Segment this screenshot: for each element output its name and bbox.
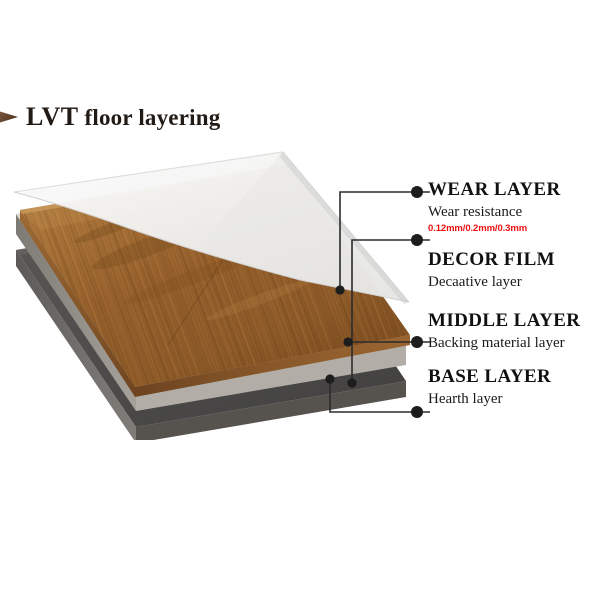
callout-middle-layer: MIDDLE LAYER Backing material layer — [428, 311, 580, 351]
endpoint-dot-base — [411, 406, 423, 418]
callout-wear-title: WEAR LAYER — [428, 179, 561, 200]
callout-endpoint-dots — [411, 186, 423, 418]
page-title-rest: floor layering — [78, 105, 221, 130]
callout-decor-film: DECOR FILM Decaative layer — [428, 250, 555, 290]
callout-wear-subtitle: Wear resistance — [428, 203, 523, 220]
page-title: LVT floor layering — [0, 100, 220, 134]
callout-decor-title: DECOR FILM — [428, 249, 555, 270]
wear-layer-sheet — [13, 151, 410, 304]
callout-decor-subtitle: Decaative layer — [428, 273, 522, 290]
leader-dot-wear — [335, 285, 345, 295]
callout-base-subtitle: Hearth layer — [428, 390, 503, 407]
callout-base-title: BASE LAYER — [428, 366, 552, 387]
leader-line-decor — [351, 239, 430, 383]
triangle-right-icon — [0, 111, 18, 123]
lvt-exploded-illustration — [0, 150, 430, 440]
callout-middle-title: MIDDLE LAYER — [428, 310, 581, 331]
endpoint-dot-middle — [411, 336, 423, 348]
callout-base-layer: BASE LAYER Hearth layer — [428, 367, 551, 407]
leader-dot-decor — [347, 378, 357, 388]
leader-dot-middle — [343, 337, 353, 347]
page-title-lead: LVT — [26, 102, 79, 131]
callout-wear-spec: 0.12mm/0.2mm/0.3mm — [428, 223, 528, 235]
page-title-text: LVT floor layering — [26, 102, 220, 132]
endpoint-dot-wear — [411, 186, 423, 198]
endpoint-dot-decor — [411, 234, 423, 246]
callout-middle-subtitle: Backing material layer — [428, 334, 565, 351]
leader-line-base — [329, 379, 430, 413]
leader-dots — [325, 285, 357, 388]
leader-line-wear — [339, 191, 430, 290]
leader-dot-base — [325, 374, 335, 384]
callout-wear-layer: WEAR LAYER Wear resistance 0.12mm/0.2mm/… — [428, 179, 561, 235]
